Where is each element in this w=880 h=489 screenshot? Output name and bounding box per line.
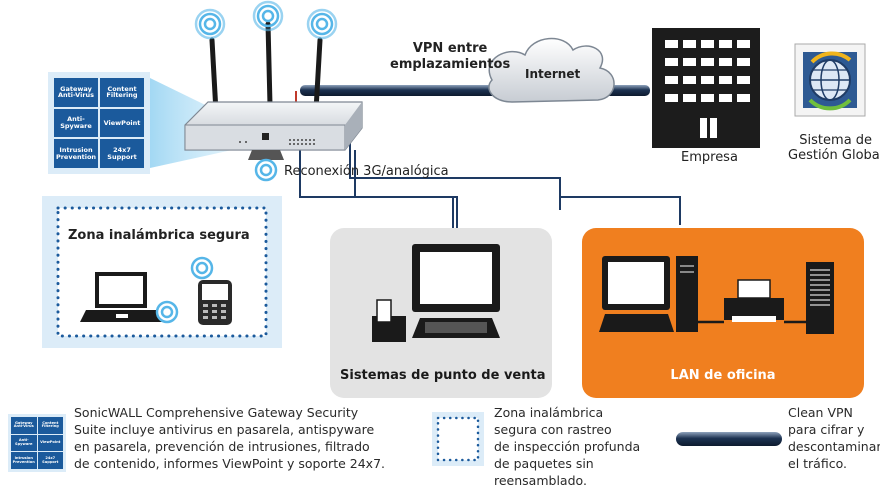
security-tile-line1: Gateway (60, 84, 92, 93)
legend-security-tile-line2: Support (42, 459, 59, 464)
legend-zone-line2: segura con rastreo (494, 422, 612, 437)
legend-security-tile-line1: ViewPoint (40, 440, 61, 445)
legend-security-tile-line2: Prevention (12, 459, 35, 464)
legend-security-tile-line1: Intrusion (14, 455, 33, 460)
gms-globe-icon (794, 43, 866, 117)
security-tile-line1: Content (107, 84, 137, 93)
legend-suite-line1: SonicWALL Comprehensive Gateway Security (74, 405, 359, 420)
wireless-zone-title: Zona inalámbrica segura (66, 228, 252, 243)
lan-title: LAN de oficina (670, 368, 776, 383)
legend-security-tile-line1: Gateway (14, 420, 33, 425)
server-icon (806, 262, 834, 334)
security-tile-line1: Anti- (67, 115, 85, 124)
router-antennas (209, 21, 323, 115)
legend-zone-text: Zona inalámbrica segura con rastreo de i… (494, 404, 684, 489)
security-tile-line2: Prevention (55, 152, 97, 161)
security-tile-line1: Intrusion (59, 145, 93, 154)
legend-security-tile: ViewPoint (37, 434, 63, 452)
legend-suite-text: SonicWALL Comprehensive Gateway Security… (74, 404, 424, 472)
internet-label: Internet (525, 67, 581, 81)
internet-cloud (488, 37, 615, 103)
legend-security-tile: Anti-Spyware (11, 434, 37, 452)
security-tile: Anti-Spyware (54, 108, 98, 138)
vpn-label-line1: VPN entre (412, 41, 488, 56)
security-tile: ViewPoint (100, 108, 144, 138)
legend-vpn-line3: descontaminar (788, 439, 880, 454)
legend-vpn-text: Clean VPN para cifrar y descontaminar el… (788, 404, 880, 472)
pos-title: Sistemas de punto de venta (340, 368, 546, 383)
modem-3g (248, 150, 284, 182)
connection-lines (299, 143, 681, 240)
office-pc-icon (599, 256, 698, 332)
gms-label-line1: Sistema de (799, 133, 873, 148)
legend-suite-line2: Suite incluye antivirus en pasarela, ant… (74, 422, 375, 437)
security-tile-line1: 24x7 (113, 145, 131, 154)
laptop-icon (80, 272, 179, 324)
gms-label: Sistema de Gestión Global (788, 133, 880, 163)
legend-vpn-line2: para cifrar y (788, 422, 865, 437)
wifi-rings-antennas (194, 0, 338, 40)
legend-security-tile-line1: Content (42, 420, 59, 425)
legend-suite-line3: en pasarela, prevención de intrusiones, … (74, 439, 370, 454)
building-icon (652, 28, 760, 148)
pos-terminal-icon (372, 244, 500, 342)
legend-vpn-tube (676, 432, 782, 446)
security-tile-line2: Spyware (60, 121, 92, 130)
legend-zone-line1: Zona inalámbrica (494, 405, 604, 420)
vpn-label: VPN entre emplazamientos (390, 41, 510, 73)
gms-label-line2: Gestión Global (788, 148, 880, 163)
reconexion-label: Reconexión 3G/analógica (284, 164, 449, 179)
legend-zone-line4: de paquetes sin reensamblado. (494, 456, 594, 488)
printer-icon (724, 279, 784, 322)
legend-security-tile-line2: Anti-Virus (13, 424, 34, 429)
security-tile-line2: Filtering (106, 91, 138, 100)
pda-icon (190, 256, 232, 325)
legend-security-tile-line1: Anti- (18, 438, 29, 443)
legend-security-tile-line2: Filtering (41, 424, 59, 429)
empresa-label: Empresa (681, 150, 738, 165)
legend-security-tile-line2: Spyware (15, 441, 33, 446)
security-tile-line2: Anti-Virus (57, 91, 95, 100)
security-tile-line2: Support (107, 152, 137, 161)
sonicwall-router (184, 101, 363, 151)
legend-zone-swatch (436, 416, 480, 462)
legend-security-tile-line1: 24x7 (45, 455, 56, 460)
legend-zone-line3: de inspección profunda (494, 439, 641, 454)
security-tile-line1: ViewPoint (103, 118, 141, 127)
vpn-label-line2: emplazamientos (390, 57, 511, 72)
legend-vpn-line1: Clean VPN (788, 405, 853, 420)
legend-suite-line4: de contenido, informes ViewPoint y sopor… (74, 456, 385, 471)
legend-vpn-line4: el tráfico. (788, 456, 847, 471)
